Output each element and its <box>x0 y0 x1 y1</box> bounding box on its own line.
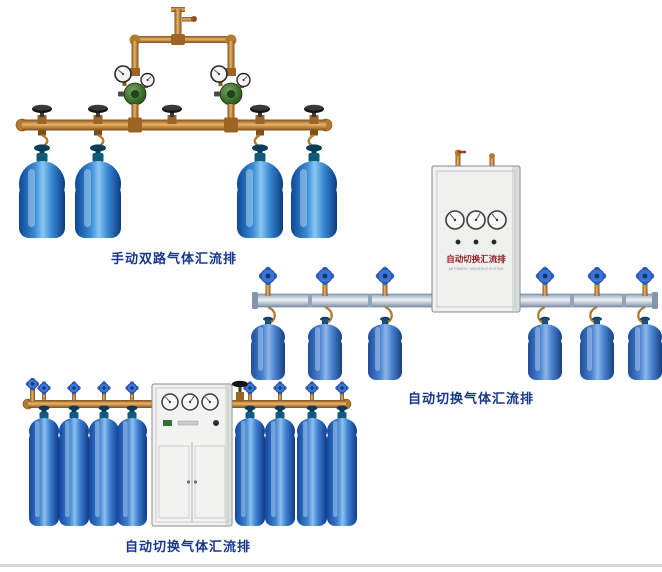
gas-cylinder <box>308 316 342 380</box>
pressure-regulator-left <box>114 65 155 122</box>
gas-cylinder <box>89 405 119 526</box>
gas-cylinder <box>368 316 402 380</box>
distribution-pipe <box>129 34 237 70</box>
gas-cylinder <box>29 405 59 526</box>
product-caption-manual-dual: 手动双路气体汇流排 <box>110 251 237 266</box>
cabinet-subtitle-text: AUTOMATIC MANIFOLD SYSTEM <box>449 267 504 271</box>
product-photo-manual-dual-manifold: 手动双路气体汇流排 <box>8 6 340 267</box>
gas-cylinder <box>528 316 562 380</box>
cabinet-doors <box>158 442 226 522</box>
black-handwheel-valve <box>232 380 248 400</box>
gas-cylinder <box>117 405 147 526</box>
bottom-divider <box>0 564 662 567</box>
header-pipe <box>15 117 333 133</box>
gas-cylinder <box>75 144 121 238</box>
cabinet-indicator-lights <box>455 239 497 245</box>
gas-cylinder <box>628 316 662 380</box>
cabinet-controls <box>163 420 219 426</box>
product-photo-auto-switch-manifold-large: 自动切换气体汇流排 <box>18 378 358 555</box>
product-photo-auto-switch-manifold: 自动切换汇流排 AUTOMATIC MANIFOLD SYSTEM 自动切换气体… <box>250 148 662 407</box>
auto-switch-manifold-illustration: 自动切换汇流排 AUTOMATIC MANIFOLD SYSTEM <box>251 149 662 380</box>
pressure-regulator-right <box>210 65 251 122</box>
inlet-pipe <box>171 7 197 40</box>
auto-switch-manifold-large-illustration <box>22 378 357 527</box>
control-cabinet: 自动切换汇流排 AUTOMATIC MANIFOLD SYSTEM <box>431 149 521 313</box>
cabinet-gauges <box>445 210 507 230</box>
valve-knobs <box>25 378 350 400</box>
gas-cylinder <box>297 405 327 526</box>
product-caption-auto-switch: 自动切换气体汇流排 <box>407 391 534 406</box>
manual-dual-manifold-illustration <box>15 7 337 238</box>
control-cabinet <box>151 383 233 527</box>
gas-cylinder <box>251 316 285 380</box>
gas-cylinder <box>580 316 614 380</box>
gas-cylinder <box>265 405 295 526</box>
cylinder-valve-wheels <box>258 266 655 296</box>
gas-cylinder <box>59 405 89 526</box>
gas-cylinder <box>327 405 357 526</box>
gas-cylinder <box>19 144 65 238</box>
cabinet-title-text: 自动切换汇流排 <box>446 254 506 264</box>
gas-cylinder <box>235 405 265 526</box>
product-caption-auto-switch-large: 自动切换气体汇流排 <box>124 539 251 554</box>
cylinder-pigtails <box>38 130 318 149</box>
cabinet-gauges <box>161 393 219 411</box>
